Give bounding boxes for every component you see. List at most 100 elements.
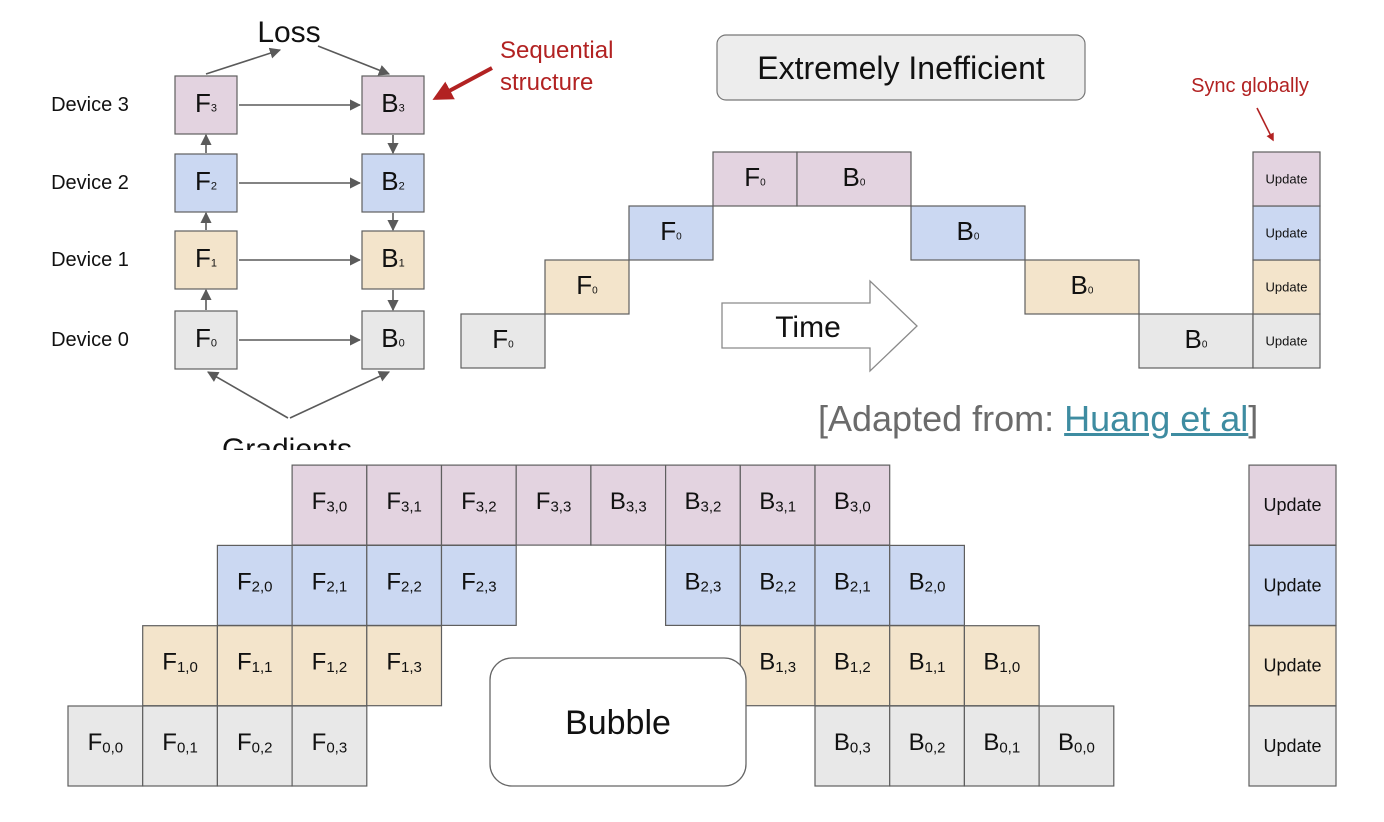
sequential-label-line2: structure: [500, 69, 593, 96]
micro-forward-block: [142, 625, 218, 707]
naive-update-label: Update: [1266, 226, 1308, 241]
naive-forward-block: [628, 205, 714, 261]
micro-backward-label: B3,0: [834, 488, 871, 515]
micro-backward-block: [963, 625, 1040, 707]
huang-et-al-link[interactable]: Huang et al: [1064, 398, 1249, 439]
micro-forward-block: [515, 464, 592, 546]
micro-backward-label: B1,0: [983, 648, 1020, 675]
naive-backward-label: B0: [957, 216, 980, 246]
device-label: Device 0: [51, 329, 129, 351]
naive-forward-block: [460, 313, 546, 369]
micro-forward-label: F2,2: [386, 568, 422, 595]
caption-prefix: [Adapted from:: [818, 398, 1065, 439]
device-label: Device 1: [51, 249, 129, 271]
naive-backward-block: [1138, 313, 1254, 369]
micro-backward-block: [889, 544, 966, 627]
backward-block: [361, 75, 425, 135]
caption-suffix: ]: [1248, 398, 1259, 439]
sync-globally-label: Sync globally: [1191, 75, 1309, 97]
naive-update-label: Update: [1266, 172, 1308, 187]
micro-update-label: Update: [1263, 656, 1321, 676]
micro-backward-block: [814, 464, 891, 546]
micro-backward-label: B3,3: [610, 488, 647, 515]
naive-backward-label: B0: [1071, 270, 1094, 300]
micro-forward-block: [366, 625, 443, 707]
naive-update-block: [1252, 151, 1321, 207]
micro-backward-label: B2,2: [759, 568, 796, 595]
micro-forward-block: [142, 705, 218, 787]
micro-backward-label: B1,3: [759, 648, 796, 675]
backward-block: [361, 310, 425, 370]
sequential-label: Sequential structure: [500, 37, 620, 96]
micro-backward-label: B3,2: [685, 488, 722, 515]
backward-block-label: B3: [381, 88, 404, 118]
micro-update-block: [1248, 544, 1337, 627]
naive-forward-block: [544, 259, 630, 315]
naive-backward-block: [796, 151, 912, 207]
naive-schedule: Extremely Inefficient Sync globally F0F0…: [460, 34, 1321, 373]
micro-forward-label: F3,1: [386, 488, 422, 515]
micro-forward-block: [291, 705, 368, 787]
micro-forward-label: F2,1: [312, 568, 348, 595]
naive-update-label: Update: [1266, 280, 1308, 295]
naive-backward-label: B0: [843, 162, 866, 192]
sequential-pointer-arrow: [432, 66, 493, 100]
micro-update-label: Update: [1263, 736, 1321, 756]
device-label: Device 3: [51, 94, 129, 116]
forward-block: [174, 75, 238, 135]
forward-block: [174, 310, 238, 370]
micro-backward-block: [814, 544, 891, 627]
loss-label: Loss: [257, 16, 320, 49]
micro-forward-label: F1,1: [237, 648, 273, 675]
gradients-label: Gradients: [222, 433, 352, 466]
micro-backward-label: B0,2: [909, 729, 946, 756]
backward-block: [361, 153, 425, 213]
micro-forward-label: F1,3: [386, 648, 422, 675]
micro-forward-label: F2,0: [237, 568, 273, 595]
micro-backward-block: [1038, 705, 1115, 787]
micro-backward-block: [889, 705, 966, 787]
time-arrow: [721, 279, 918, 373]
naive-forward-label: F0: [744, 162, 766, 192]
bubble-label: Bubble: [565, 704, 671, 742]
micro-forward-block: [291, 625, 368, 707]
micro-forward-block: [216, 705, 293, 787]
micro-forward-label: F3,0: [312, 488, 348, 515]
micro-backward-label: B3,1: [759, 488, 796, 515]
micro-backward-label: B0,3: [834, 729, 871, 756]
micro-update-label: Update: [1263, 575, 1321, 595]
bubble-box: [489, 657, 747, 787]
extremely-inefficient-box: [716, 34, 1086, 101]
micro-forward-label: F1,2: [312, 648, 348, 675]
naive-forward-label: F0: [492, 324, 514, 354]
gradient-to-forward-arrow: [207, 371, 289, 419]
micro-forward-block: [216, 625, 293, 707]
micro-backward-block: [889, 625, 966, 707]
micro-update-block: [1248, 625, 1337, 707]
micro-update-label: Update: [1263, 495, 1321, 515]
extremely-inefficient-title: Extremely Inefficient: [757, 50, 1045, 86]
backward-block-label: B2: [381, 166, 404, 196]
micro-backward-label: B2,0: [909, 568, 946, 595]
micro-backward-block: [814, 625, 891, 707]
micro-backward-label: B1,1: [909, 648, 946, 675]
time-label: Time: [775, 311, 841, 344]
micro-backward-label: B2,3: [685, 568, 722, 595]
micro-forward-block: [216, 544, 293, 627]
micro-forward-label: F0,0: [88, 729, 124, 756]
backward-block-label: B1: [381, 243, 404, 273]
micro-forward-block: [291, 544, 368, 627]
source-caption: [Adapted from: Huang et al]: [818, 398, 1258, 440]
naive-backward-block: [1024, 259, 1140, 315]
naive-update-label: Update: [1266, 334, 1308, 349]
forward-block-label: F0: [195, 323, 217, 353]
forward-block-label: F3: [195, 88, 217, 118]
micro-backward-block: [590, 464, 667, 546]
micro-forward-block: [366, 464, 443, 546]
micro-forward-block: [440, 544, 517, 627]
